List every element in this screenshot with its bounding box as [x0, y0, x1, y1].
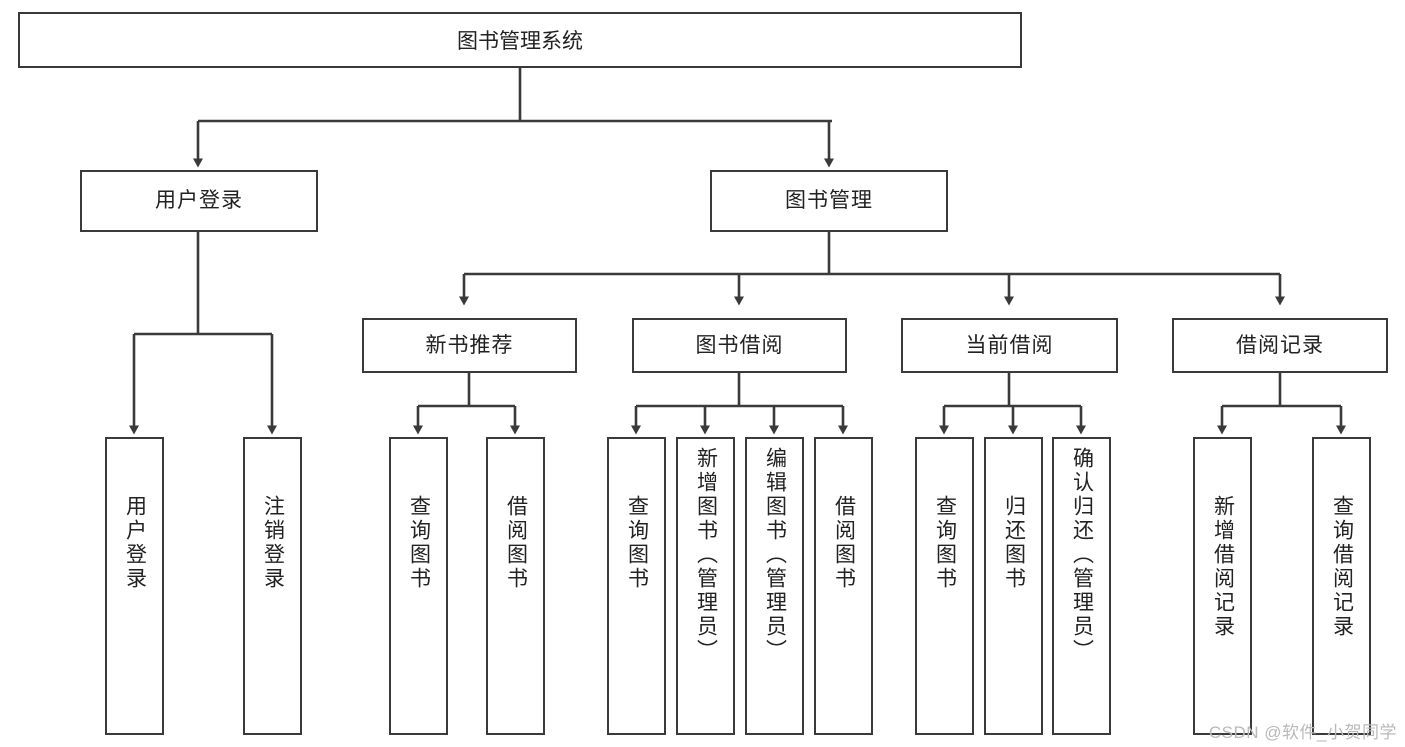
leaf-current-return-book[interactable]: 归还图书 [984, 437, 1043, 735]
node-label: 确认归还（管理员） [1070, 447, 1094, 663]
node-label: 用户登录 [123, 495, 147, 591]
node-label: 编辑图书（管理员） [763, 447, 787, 663]
leaf-borrow-borrow-book[interactable]: 借阅图书 [814, 437, 873, 735]
node-label: 注销登录 [261, 495, 285, 591]
node-label: 借阅图书 [504, 495, 528, 591]
leaf-current-confirm-return-admin[interactable]: 确认归还（管理员） [1052, 437, 1111, 735]
node-label: 查询图书 [625, 495, 649, 591]
node-label: 当前借阅 [965, 333, 1054, 357]
csdn-watermark: CSDN @软件_小贺同学 [1208, 723, 1397, 742]
node-label: 查询图书 [933, 495, 957, 591]
node-user-login[interactable]: 用户登录 [80, 170, 318, 232]
node-book-management[interactable]: 图书管理 [710, 170, 948, 232]
leaf-borrow-query-book[interactable]: 查询图书 [607, 437, 666, 735]
node-label: 借阅图书 [832, 495, 856, 591]
leaf-user-login-logout[interactable]: 注销登录 [243, 437, 302, 735]
node-label: 新增图书（管理员） [694, 447, 718, 663]
node-label: 查询借阅记录 [1330, 495, 1354, 639]
node-label: 归还图书 [1002, 495, 1026, 591]
leaf-record-add-record[interactable]: 新增借阅记录 [1193, 437, 1252, 735]
leaf-recommend-query-book[interactable]: 查询图书 [389, 437, 448, 735]
node-book-borrow[interactable]: 图书借阅 [632, 318, 847, 373]
leaf-borrow-edit-book-admin[interactable]: 编辑图书（管理员） [745, 437, 804, 735]
node-borrow-record[interactable]: 借阅记录 [1172, 318, 1388, 373]
leaf-recommend-borrow-book[interactable]: 借阅图书 [486, 437, 545, 735]
leaf-borrow-add-book-admin[interactable]: 新增图书（管理员） [676, 437, 735, 735]
leaf-record-query-record[interactable]: 查询借阅记录 [1312, 437, 1371, 735]
node-label: 用户登录 [155, 189, 243, 213]
node-label: 图书管理 [785, 189, 873, 213]
node-new-book-recommend[interactable]: 新书推荐 [362, 318, 577, 373]
leaf-current-query-book[interactable]: 查询图书 [915, 437, 974, 735]
node-label: 新书推荐 [425, 333, 514, 357]
node-root-system[interactable]: 图书管理系统 [18, 12, 1022, 68]
node-label: 图书借阅 [695, 333, 784, 357]
node-current-borrow[interactable]: 当前借阅 [901, 318, 1118, 373]
node-label: 新增借阅记录 [1211, 495, 1235, 639]
node-label: 图书管理系统 [457, 30, 583, 53]
node-label: 查询图书 [407, 495, 431, 591]
node-label: 借阅记录 [1236, 333, 1324, 357]
leaf-user-login-login[interactable]: 用户登录 [105, 437, 164, 735]
